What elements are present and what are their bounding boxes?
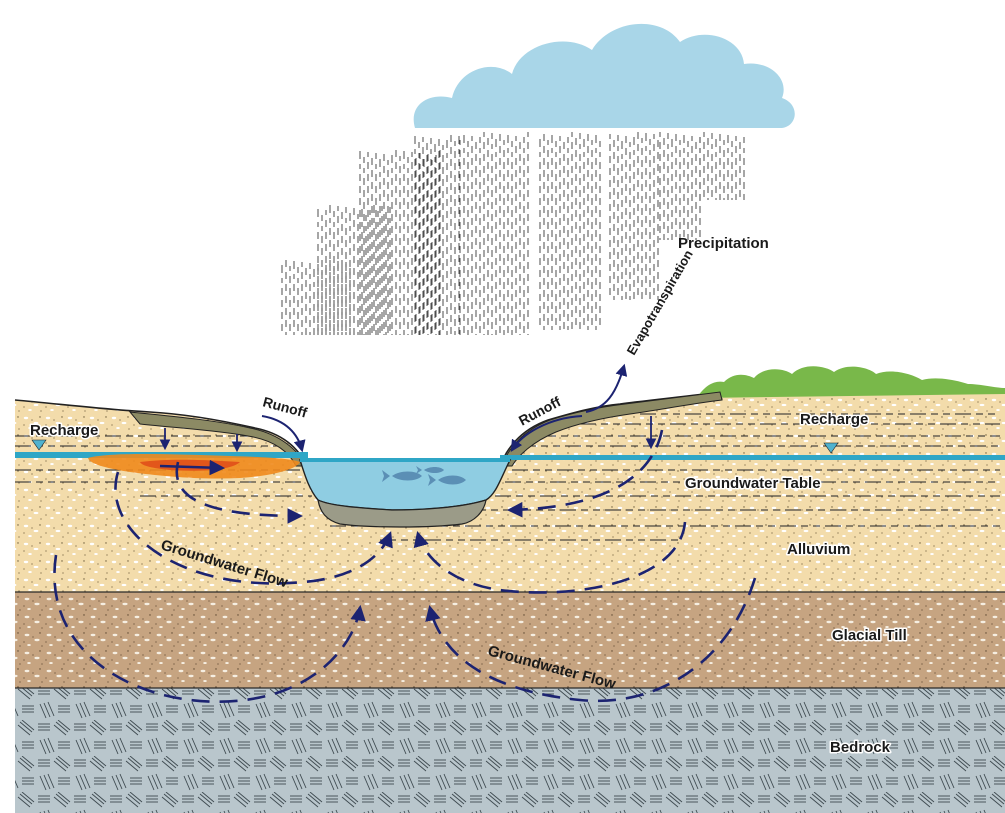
- groundwater-flow-arrows: [53, 429, 757, 703]
- alluvium-layer: [15, 392, 1005, 592]
- plume-flow-arrow: [159, 459, 226, 476]
- stream-surface-line: [300, 458, 510, 462]
- glacial-till-label: Glacial Till: [832, 627, 907, 644]
- precipitation-label: Precipitation: [678, 235, 769, 252]
- stream-bed: [317, 498, 487, 528]
- groundwater-table-label: Groundwater Table: [685, 475, 821, 492]
- evapotranspiration-label: Evapotranspiration: [624, 247, 696, 357]
- grass-vegetation: [698, 366, 1005, 398]
- recharge-label-right: Recharge: [800, 411, 868, 428]
- cloud-shape: [413, 23, 795, 128]
- recharge-arrows: [159, 416, 657, 453]
- right-bank-soil: [501, 391, 723, 467]
- evapotranspiration-arrow: [585, 363, 628, 413]
- bedrock-label: Bedrock: [830, 739, 891, 756]
- glacial-till-layer: [15, 592, 1005, 688]
- recharge-label-left: Recharge: [30, 422, 98, 439]
- ground-surface: [14, 399, 309, 469]
- alluvium-label: Alluvium: [787, 541, 850, 558]
- runoff-arrow-right: [510, 415, 583, 453]
- bedrock-layer: [15, 688, 1005, 813]
- runoff-arrow-left: [261, 415, 306, 453]
- water-table-marker-left: [31, 439, 47, 451]
- fish-icon: [382, 466, 466, 486]
- water-table-marker-right: [823, 442, 839, 454]
- precipitation-rain: [281, 132, 745, 335]
